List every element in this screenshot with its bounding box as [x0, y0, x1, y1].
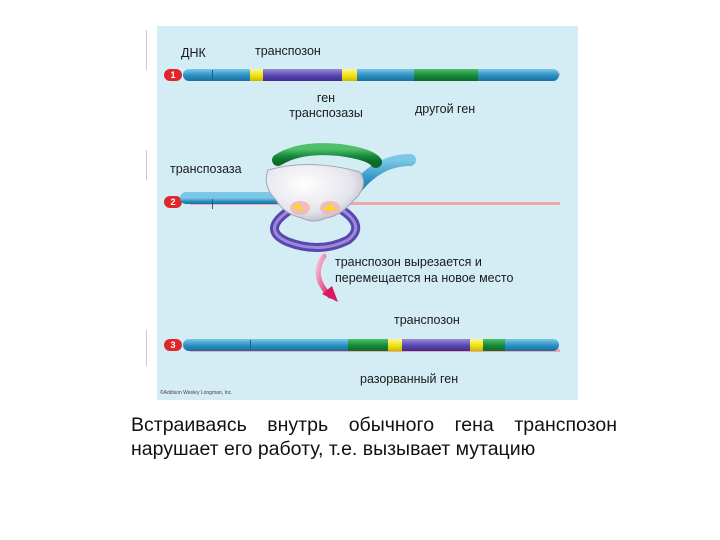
transposase-gene-segment — [263, 69, 342, 81]
tick — [212, 70, 213, 80]
rna-line — [190, 202, 560, 205]
tick — [212, 199, 213, 209]
edge-mark — [146, 30, 147, 70]
step-1-badge: 1 — [164, 69, 182, 81]
other-gene-segment — [414, 69, 478, 81]
caption: Встраиваясь внутрь обычного гена транспо… — [131, 414, 617, 460]
other-gene-label: другой ген — [415, 102, 476, 116]
transposon-label-top: транспозон — [255, 44, 321, 58]
transposon-label-bottom: транспозон — [394, 313, 460, 327]
transposase-gene-label: ген транспозазы — [289, 91, 363, 120]
transposon-end-right-3 — [470, 339, 483, 351]
edge-mark — [146, 330, 147, 366]
step-2-badge: 2 — [164, 196, 182, 208]
figure-panel — [157, 26, 578, 400]
transposon-end-left — [250, 69, 263, 81]
transposon-end-right — [342, 69, 357, 81]
broken-gene-left — [348, 339, 388, 351]
transposon-end-left-3 — [388, 339, 402, 351]
transposon-segment-3 — [402, 339, 470, 351]
move-arrow — [315, 253, 338, 302]
dna-strand-1 — [183, 69, 559, 81]
transposase-complex — [180, 143, 416, 252]
step-3-badge: 3 — [164, 339, 182, 351]
transposon-moves-label: транспозон вырезается и перемещается на … — [335, 255, 514, 285]
other-gene-loop — [272, 143, 382, 168]
broken-gene-label: разорванный ген — [360, 372, 459, 386]
copyright: ©Addison Wesley Longman, Inc. — [160, 390, 233, 396]
edge-mark — [146, 150, 147, 180]
tick — [250, 340, 251, 350]
dna-label: ДНК — [181, 46, 206, 60]
transposase-label: транспозаза — [170, 162, 242, 176]
broken-gene-right — [483, 339, 505, 351]
